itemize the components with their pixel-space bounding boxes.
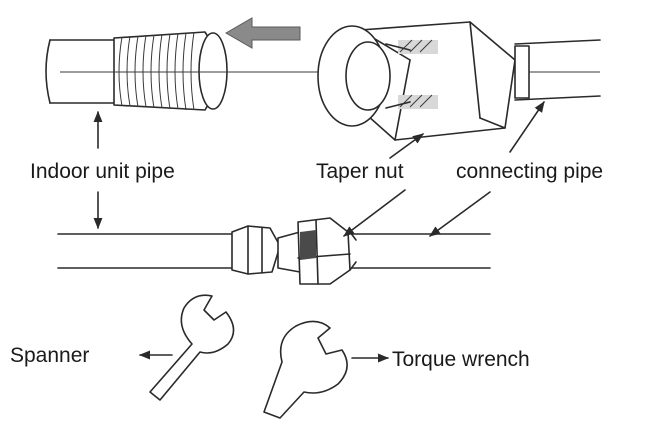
spanner-icon <box>138 294 235 401</box>
indoor-unit-pipe-label: Indoor unit pipe <box>30 160 175 183</box>
connecting-pipe-label: connecting pipe <box>456 160 603 183</box>
torque-wrench-icon <box>263 320 390 419</box>
taper-nut-top <box>317 21 601 141</box>
torque-wrench-label: Torque wrench <box>392 348 530 371</box>
spanner-label: Spanner <box>10 344 89 367</box>
assembled-pipe <box>57 217 491 285</box>
arrow-left-icon <box>224 17 301 49</box>
taper-nut-leaders <box>343 133 424 237</box>
connecting-pipe-leaders <box>429 101 545 237</box>
taper-nut-label: Taper nut <box>316 160 404 183</box>
indoor-unit-pipe-top <box>45 31 228 111</box>
